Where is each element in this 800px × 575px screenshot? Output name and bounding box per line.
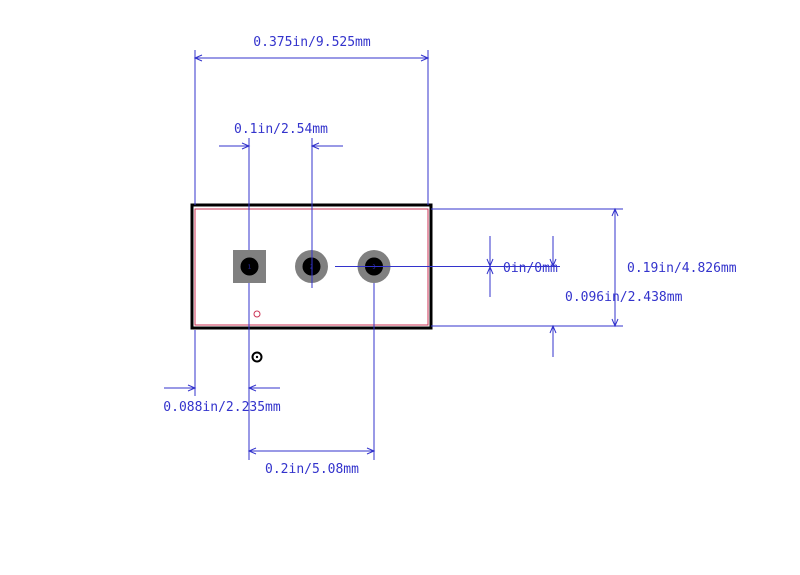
dim-pin-to-bottom-label: 0.096in/2.438mm bbox=[565, 290, 683, 305]
dim-pin-to-bottom: 0.096in/2.438mm bbox=[549, 236, 683, 357]
pad-1: 1 bbox=[233, 250, 266, 283]
dim-pin-row-offset: 0in/0mm bbox=[335, 236, 560, 297]
dim-pin1-to-left: 0.088in/2.235mm bbox=[163, 283, 281, 460]
dim-body-height: 0.19in/4.826mm bbox=[431, 207, 737, 328]
dim-overall-width: 0.375in/9.525mm bbox=[193, 35, 430, 205]
pad-3-label: 3 bbox=[372, 265, 375, 271]
dim-pin-pitch-label: 0.1in/2.54mm bbox=[234, 122, 328, 137]
dim-pin-row-offset-label: 0in/0mm bbox=[503, 261, 558, 276]
dim-pin-span-label: 0.2in/5.08mm bbox=[265, 462, 359, 477]
dim-body-height-label: 0.19in/4.826mm bbox=[627, 261, 737, 276]
dim-overall-width-label: 0.375in/9.525mm bbox=[253, 35, 371, 50]
centroid-marker bbox=[253, 310, 261, 318]
origin-marker bbox=[251, 351, 263, 363]
dim-pin1-to-left-label: 0.088in/2.235mm bbox=[163, 400, 281, 415]
dim-pin-span: 0.2in/5.08mm bbox=[247, 283, 376, 477]
dim-pin-pitch: 0.1in/2.54mm bbox=[219, 122, 343, 288]
pad-1-label: 1 bbox=[248, 265, 251, 271]
